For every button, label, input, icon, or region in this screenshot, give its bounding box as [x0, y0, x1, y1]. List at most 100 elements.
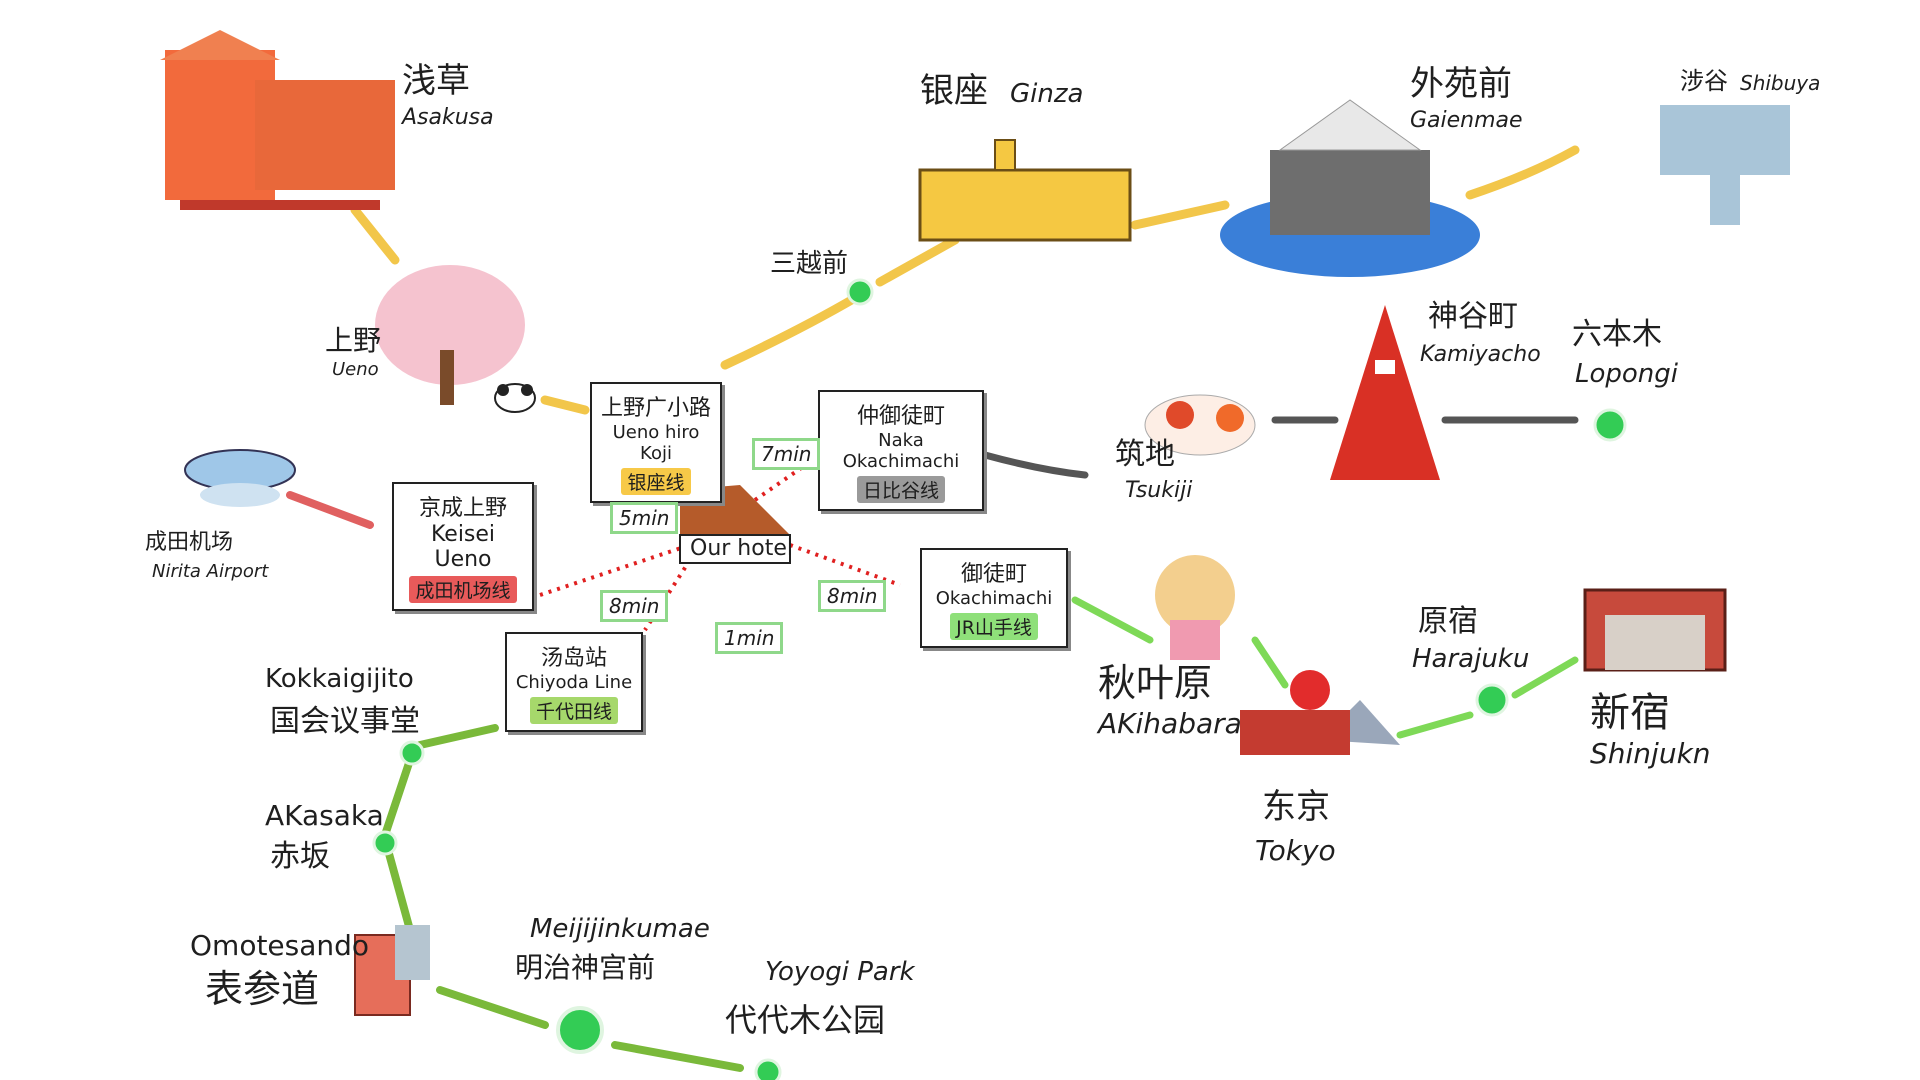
station-zh: 仲御徒町 — [856, 404, 945, 429]
jr-line-tokyo — [1251, 636, 1289, 689]
station-en: Ueno hiro Koji — [612, 422, 700, 464]
harajuku-label-zh: 原宿 — [1418, 604, 1478, 639]
station-zh: 汤岛站 — [540, 646, 607, 671]
line-tag-hibiya: 日比谷线 — [856, 476, 945, 503]
chiyoda-line-meiji — [436, 986, 549, 1029]
gaienmae-label-en: Gaienmae — [1410, 108, 1523, 133]
chiyoda-line-yoyogi — [611, 1041, 744, 1072]
ginza-label-en: Ginza — [1010, 79, 1084, 109]
ginza-building-icon — [918, 139, 1132, 242]
panda-icon — [494, 383, 536, 413]
ginza-label-zh: 银座 — [920, 71, 988, 111]
meiji-label-en: Meijijinkumae — [530, 914, 710, 944]
station-en: Okachimachi — [935, 588, 1053, 609]
asakusa-label-zh: 浅草 — [402, 61, 470, 101]
tokyo-label-en: Tokyo — [1255, 834, 1336, 867]
yoyogi-label-en: Yoyogi Park — [765, 957, 915, 987]
line-tag-chiyoda: 千代田线 — [529, 697, 618, 724]
ginza-line-mitsukoshimae — [720, 293, 860, 370]
ueno-label-en: Ueno — [332, 359, 379, 380]
tokyo-train-icon — [1240, 670, 1400, 755]
ginza-line-shibuya — [1465, 145, 1580, 200]
station-box-yushima[interactable]: 汤岛站 Chiyoda Line 千代田线 — [505, 632, 643, 732]
narita-label-zh: 成田机场 — [145, 530, 234, 555]
ueno-label-zh: 上野 — [325, 324, 382, 357]
station-en: Keisei Ueno — [430, 522, 496, 572]
tsukiji-label-zh: 筑地 — [1115, 437, 1175, 472]
kamiyacho-label-zh: 神谷町 — [1428, 299, 1518, 334]
time-badge-keisei: 8min — [600, 590, 669, 622]
jr-line-shinjuku — [1511, 656, 1579, 699]
gaienmae-castle-icon — [1220, 99, 1480, 277]
station-zh: 上野广小路 — [600, 396, 711, 421]
tsukiji-label-en: Tsukiji — [1125, 478, 1193, 503]
akihabara-label-zh: 秋叶原 — [1098, 661, 1213, 705]
walk-to-keisei — [539, 543, 691, 597]
tsukiji-seafood-icon — [1144, 394, 1256, 456]
airplane-icon — [184, 449, 296, 507]
shibuya-crossing-icon — [1660, 105, 1790, 225]
station-zh: 御徒町 — [960, 562, 1027, 587]
station-en: Chiyoda Line — [515, 672, 633, 693]
gaienmae-label-zh: 外苑前 — [1410, 64, 1512, 104]
station-box-uenohirokoji[interactable]: 上野广小路 Ueno hiro Koji 银座线 — [590, 382, 722, 503]
akihabara-girl-icon — [1155, 555, 1235, 660]
line-tag-keisei: 成田机场线 — [409, 576, 517, 603]
sakura-tree-icon — [375, 265, 525, 405]
kamiyacho-label-en: Kamiyacho — [1420, 342, 1541, 367]
yoyogi-label-zh: 代代木公园 — [725, 1001, 886, 1039]
tokyo-label-zh: 东京 — [1262, 787, 1330, 827]
time-badge-yushima: 1min — [715, 622, 784, 654]
hotel-label[interactable]: Our hotel — [690, 536, 793, 561]
time-badge-uenohirokoji: 5min — [610, 502, 679, 534]
akasaka-label-zh: 赤坂 — [270, 839, 330, 874]
chiyoda-line-kokkaigijido — [416, 724, 499, 749]
kokkaigijido-label-zh: 国会议事堂 — [270, 704, 420, 739]
ginza-line-ginza — [875, 235, 960, 287]
akihabara-label-en: AKihabara — [1098, 707, 1242, 740]
omotesando-label-en: Omotesando — [190, 929, 370, 962]
shinjuku-gate-icon — [1583, 588, 1727, 672]
jr-line-harajuku — [1396, 711, 1474, 739]
shibuya-label-zh: 涉谷 — [1680, 67, 1728, 95]
station-dot-kokkaigijido — [399, 740, 425, 766]
ginza-line-gaienmae — [1130, 200, 1230, 230]
shinjuku-label-en: Shinjukn — [1590, 737, 1711, 770]
station-dot-roppongi — [1593, 408, 1627, 442]
station-dot-yoyogi — [754, 1058, 782, 1080]
station-dot-mitsukoshimae — [846, 278, 874, 306]
station-dot-akasaka — [372, 830, 398, 856]
omotesando-bags-icon — [354, 925, 430, 1016]
station-dot-meiji — [556, 1006, 604, 1054]
harajuku-label-en: Harajuku — [1412, 644, 1530, 674]
ginza-line-ueno-hirokoji — [540, 395, 590, 415]
station-box-keiseiueno[interactable]: 京成上野 Keisei Ueno 成田机场线 — [392, 482, 534, 611]
hibiya-line-tsukiji — [981, 451, 1089, 479]
asakusa-label-en: Asakusa — [402, 105, 494, 130]
narita-label-en: Nirita Airport — [152, 561, 269, 582]
asakusa-temple-icon — [160, 30, 395, 210]
kokkaigijido-label-en: Kokkaigijito — [265, 664, 414, 694]
jr-line-akihabara — [1071, 596, 1154, 644]
time-badge-nakaokachimachi: 7min — [752, 438, 821, 470]
time-badge-okachimachi: 8min — [818, 580, 887, 612]
roppongi-label-en: Lopongi — [1575, 359, 1679, 389]
meiji-label-zh: 明治神宫前 — [515, 951, 656, 984]
walk-to-okachimachi — [789, 543, 901, 587]
ginza-line-asakusa-ueno — [350, 205, 400, 265]
shibuya-label-en: Shibuya — [1740, 71, 1821, 95]
line-tag-ginza: 银座线 — [621, 468, 691, 495]
station-en: Naka Okachimachi — [842, 430, 960, 472]
station-box-nakaokachimachi[interactable]: 仲御徒町 Naka Okachimachi 日比谷线 — [818, 390, 984, 511]
akasaka-label-en: AKasaka — [265, 799, 384, 832]
keisei-line — [286, 491, 374, 529]
shinjuku-label-zh: 新宿 — [1590, 690, 1670, 736]
tokyo-tower-icon — [1330, 305, 1440, 480]
station-zh: 京成上野 — [418, 496, 507, 521]
roppongi-label-zh: 六本木 — [1572, 317, 1662, 352]
station-box-okachimachi[interactable]: 御徒町 Okachimachi JR山手线 — [920, 548, 1068, 648]
line-tag-jr: JR山手线 — [950, 613, 1038, 640]
chiyoda-line-akasaka — [381, 756, 414, 839]
